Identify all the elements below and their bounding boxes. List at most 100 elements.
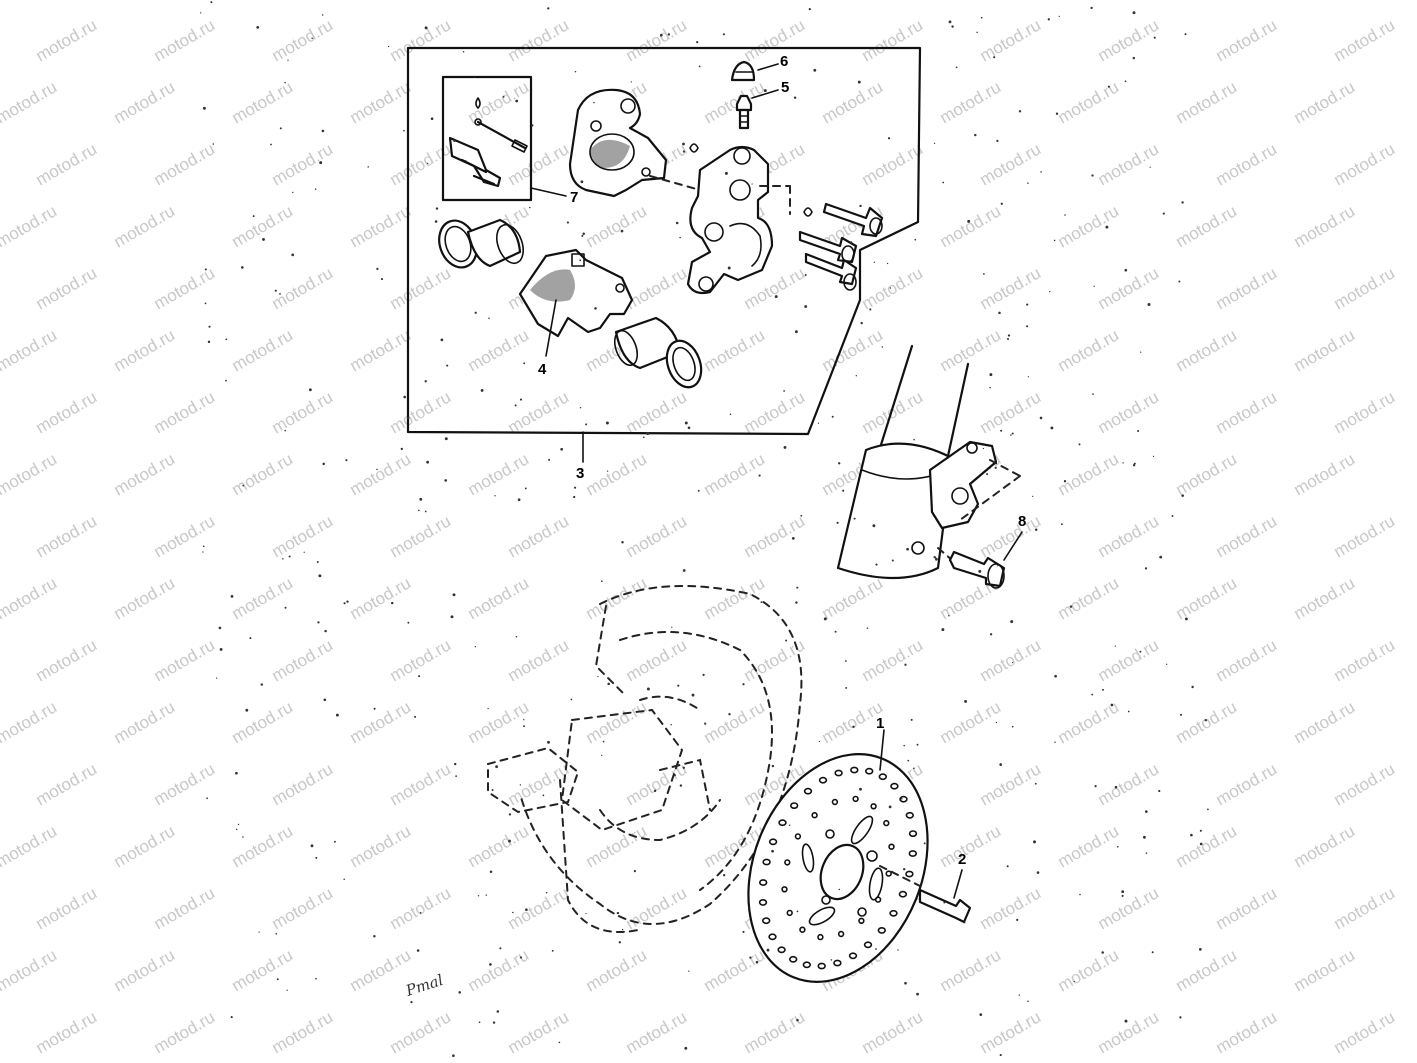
watermark-text: motod.ru	[229, 449, 297, 499]
speck	[454, 762, 457, 766]
speck	[886, 262, 889, 265]
watermark-text: motod.ru	[741, 511, 809, 561]
speck	[494, 495, 496, 497]
caliper-bolt-lower-a	[798, 230, 858, 264]
speck	[202, 545, 205, 548]
speck	[999, 1054, 1002, 1057]
speck	[275, 932, 278, 935]
disc-hole	[786, 909, 793, 917]
watermark-text: motod.ru	[977, 1007, 1045, 1057]
speck	[913, 438, 915, 441]
speck	[791, 537, 795, 540]
watermark-text: motod.ru	[33, 759, 101, 809]
speck	[1090, 6, 1093, 10]
speck	[427, 162, 429, 165]
speck	[452, 593, 456, 597]
speck	[515, 635, 518, 638]
watermark-text: motod.ru	[33, 635, 101, 685]
speck	[473, 76, 476, 79]
disc-hole	[762, 858, 771, 866]
speck	[303, 551, 305, 553]
speck	[343, 602, 346, 605]
bleed-screw	[735, 94, 753, 130]
speck	[1055, 112, 1059, 115]
watermark-text: motod.ru	[111, 821, 179, 871]
speck	[1185, 617, 1188, 621]
speck	[279, 127, 282, 130]
speck	[1058, 15, 1060, 18]
speck	[524, 487, 527, 490]
disc-hole	[883, 819, 890, 827]
watermark-text: motod.ru	[937, 821, 1005, 871]
speck	[545, 891, 548, 894]
speck	[1050, 426, 1054, 430]
speck	[523, 719, 525, 721]
speck	[525, 47, 528, 50]
speck	[1114, 785, 1118, 789]
watermark-text: motod.ru	[937, 77, 1005, 127]
watermark-text: motod.ru	[623, 15, 691, 65]
speck	[574, 486, 577, 489]
callout-7: 7	[570, 189, 578, 206]
speck	[1091, 693, 1094, 696]
disc-hole	[802, 961, 811, 969]
speck	[346, 600, 349, 603]
speck	[1061, 523, 1063, 526]
speck	[1139, 650, 1142, 653]
speck	[235, 771, 238, 775]
disc-hole	[850, 766, 859, 774]
speck	[1149, 166, 1151, 168]
watermark-text: motod.ru	[977, 511, 1045, 561]
speck	[742, 930, 745, 933]
speck	[566, 221, 569, 224]
speck	[308, 388, 312, 392]
disc-hole	[758, 899, 768, 906]
watermark-text: motod.ru	[1213, 635, 1281, 685]
watermark-text: motod.ru	[1331, 1007, 1399, 1057]
speck	[1142, 835, 1146, 839]
speck	[424, 380, 427, 383]
speck	[684, 1046, 688, 1050]
speck	[1124, 80, 1127, 83]
speck	[495, 765, 498, 769]
speck	[859, 204, 862, 208]
speck	[888, 805, 892, 809]
disc-hole	[831, 798, 839, 806]
speck	[818, 740, 821, 743]
disc-hole	[799, 926, 806, 933]
speck	[323, 698, 327, 702]
speck	[1053, 239, 1056, 242]
watermark-text: motod.ru	[1331, 263, 1399, 313]
speck	[1105, 225, 1109, 229]
speck	[671, 626, 673, 628]
speck	[453, 139, 456, 143]
watermark-text: motod.ru	[387, 15, 455, 65]
watermark-text: motod.ru	[623, 511, 691, 561]
disc-hole	[889, 909, 898, 917]
watermark-text: motod.ru	[1095, 1007, 1163, 1057]
watermark-text: motod.ru	[937, 697, 1005, 747]
speck	[274, 289, 277, 292]
watermark-text: motod.ru	[0, 449, 60, 499]
watermark-text: motod.ru	[1213, 511, 1281, 561]
speck	[1069, 605, 1073, 608]
speck	[986, 473, 989, 476]
watermark-text: motod.ru	[111, 945, 179, 995]
speck	[1006, 337, 1010, 341]
watermark-text: motod.ru	[151, 1007, 219, 1057]
watermark-text: motod.ru	[151, 15, 219, 65]
speck	[1122, 462, 1124, 464]
watermark-text: motod.ru	[111, 697, 179, 747]
speck	[287, 59, 289, 61]
watermark-text: motod.ru	[1213, 15, 1281, 65]
speck	[903, 868, 906, 871]
mounting-bolt	[948, 550, 1006, 589]
speck	[284, 606, 287, 609]
speck	[242, 836, 244, 838]
watermark-text: motod.ru	[1055, 325, 1123, 375]
speck	[523, 725, 525, 728]
speck	[1207, 808, 1209, 811]
watermark-text: motod.ru	[623, 883, 691, 933]
speck	[1116, 845, 1119, 848]
